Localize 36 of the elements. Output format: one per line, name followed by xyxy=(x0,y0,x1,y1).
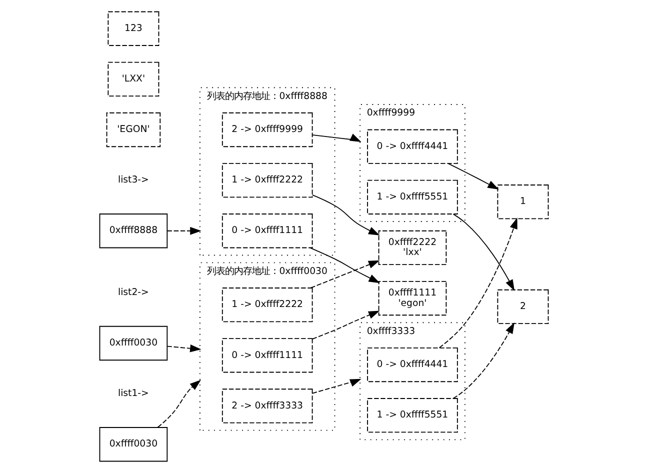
node-label: list3-> xyxy=(117,174,148,186)
arrow xyxy=(311,194,380,236)
arrow xyxy=(452,322,514,399)
node-box: 0 -> 0xffff4441 xyxy=(366,129,458,164)
node-box: 0 -> 0xffff4441 xyxy=(366,347,458,382)
arrow xyxy=(311,310,380,340)
node-box: 1 xyxy=(496,184,548,220)
arrow xyxy=(311,134,361,142)
node-box: 0xffff0030 xyxy=(98,326,168,361)
arrow xyxy=(447,163,498,190)
node-box: 'EGON' xyxy=(106,112,160,148)
node-box: 2 xyxy=(496,289,548,324)
arrow xyxy=(156,380,201,428)
node-box: 0xffff0030 xyxy=(98,427,168,462)
arrow xyxy=(438,218,517,348)
arrow xyxy=(311,378,361,394)
node-box: 1 -> 0xffff2222 xyxy=(221,163,312,198)
arrow xyxy=(452,214,514,291)
arrow xyxy=(310,260,380,288)
node-box: 0xffff8888 xyxy=(98,214,168,248)
node-box: 2 -> 0xffff9999 xyxy=(221,112,312,148)
arrow xyxy=(166,344,201,352)
arrow xyxy=(309,247,380,284)
node-box: 0 -> 0xffff1111 xyxy=(221,338,312,373)
node-box: 'LXX' xyxy=(107,62,159,97)
node-label: list1-> xyxy=(117,388,148,400)
node-box: 2 -> 0xffff3333 xyxy=(221,388,312,424)
node-box: 1 -> 0xffff5551 xyxy=(366,398,458,433)
node-box: 0xffff2222 'lxx' xyxy=(378,230,446,266)
node-box: 1 -> 0xffff2222 xyxy=(221,288,312,322)
node-label: list2-> xyxy=(117,287,148,298)
node-box: 0xffff1111 'egon' xyxy=(378,280,446,316)
node-box: 1 -> 0xffff5551 xyxy=(366,180,458,214)
node-box: 123 xyxy=(107,11,159,46)
arrow xyxy=(166,226,201,235)
node-box: 0 -> 0xffff1111 xyxy=(221,214,312,248)
